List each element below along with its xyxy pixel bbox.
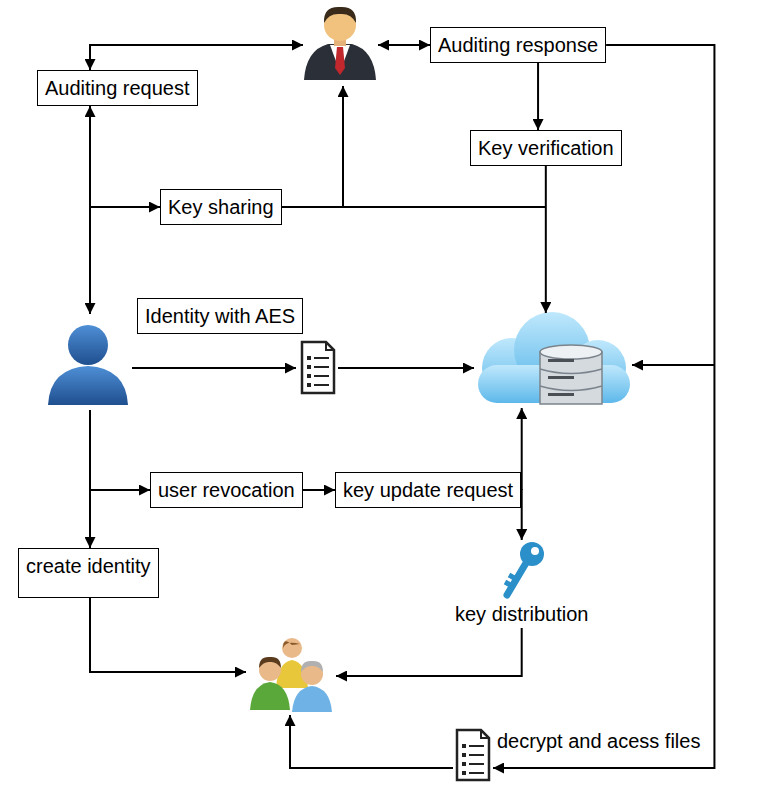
connector-arrow — [537, 63, 539, 130]
process-box: create identity — [18, 548, 159, 598]
user-body — [48, 366, 128, 405]
document-page — [302, 342, 334, 393]
node-label: Key verification — [478, 136, 614, 160]
process-box: Key verification — [470, 130, 622, 166]
node-label: create identity — [26, 554, 151, 578]
node-label: Key sharing — [168, 195, 274, 219]
wire — [378, 44, 430, 46]
auditor-hair — [324, 7, 356, 23]
auditor-tie — [335, 47, 345, 75]
auditor-suit — [304, 44, 376, 80]
wire — [90, 598, 246, 672]
node-label: decrypt and acess files — [497, 729, 700, 753]
user-head — [68, 325, 108, 365]
cloud-storage-icon — [478, 312, 630, 404]
wire — [132, 367, 296, 369]
wire — [90, 489, 150, 491]
wire — [89, 106, 91, 314]
connector-arrow — [303, 489, 335, 491]
database-icon — [540, 345, 602, 404]
document-fold — [326, 342, 334, 350]
wire — [338, 367, 474, 369]
node-label: Auditing request — [45, 76, 190, 100]
wire — [90, 206, 160, 208]
document-node: decrypt and acess files — [455, 728, 700, 782]
wire — [282, 206, 546, 208]
wire — [342, 86, 344, 207]
process-box: user revocation — [150, 472, 303, 508]
wire — [90, 45, 303, 70]
user-group-icon — [250, 638, 332, 712]
process-box: Auditing request — [37, 70, 198, 106]
process-box: Key sharing — [160, 189, 282, 225]
node-label: Auditing response — [438, 33, 598, 57]
node-label: key distribution — [455, 602, 588, 626]
process-box: Auditing response — [430, 27, 606, 63]
wire — [632, 364, 714, 366]
key-icon — [497, 540, 547, 602]
node-label: key update request — [343, 478, 513, 502]
document-icon — [302, 342, 334, 393]
node-label: user revocation — [158, 478, 295, 502]
key-node: key distribution — [455, 540, 588, 626]
process-box: Identity with AES — [137, 298, 303, 334]
process-box: key update request — [335, 472, 521, 508]
wire — [545, 166, 547, 313]
node-label: Identity with AES — [145, 304, 295, 328]
wire — [290, 715, 453, 768]
document-icon — [455, 728, 491, 782]
auditor-icon — [304, 7, 376, 80]
document-lines — [307, 356, 329, 387]
wire — [336, 628, 522, 676]
cloud-shape — [478, 312, 630, 403]
wire — [89, 410, 91, 548]
user-icon — [48, 325, 128, 405]
